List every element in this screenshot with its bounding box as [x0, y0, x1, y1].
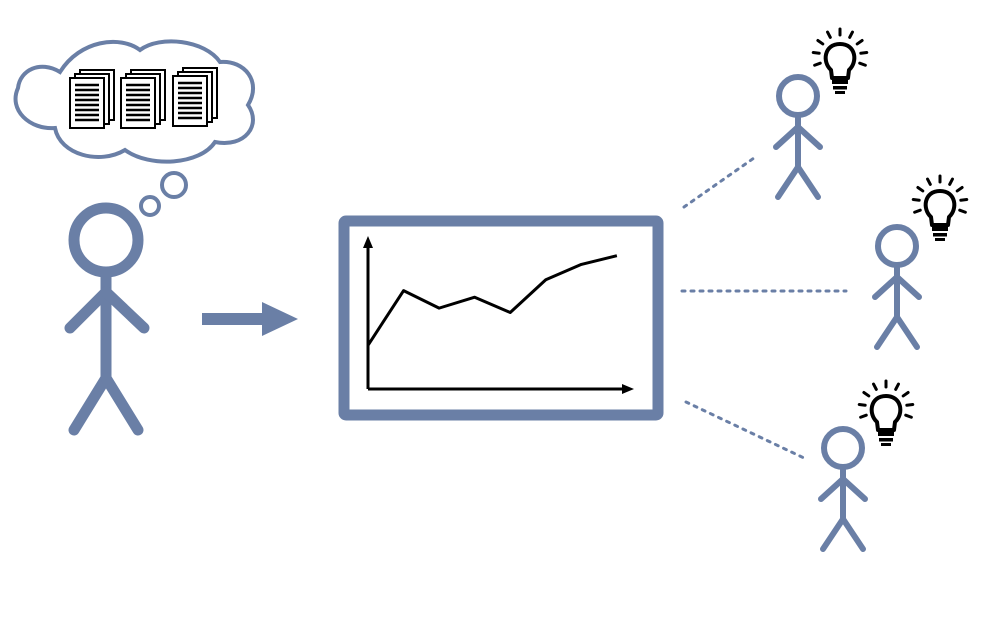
audience-member	[773, 27, 869, 200]
chart-series-line	[366, 254, 618, 347]
audience-member	[818, 379, 915, 552]
audience	[773, 27, 969, 552]
document-stack-icon	[69, 69, 115, 129]
thought-bubble	[13, 39, 255, 217]
stick-figure-icon	[818, 426, 868, 552]
presenter-arm-right	[100, 286, 150, 334]
lightbulb-icon	[857, 379, 915, 446]
board-frame	[338, 215, 664, 421]
connector-top	[682, 156, 756, 209]
connectors	[680, 156, 848, 460]
chart-y-axis-arrow	[363, 236, 373, 248]
stick-figure-icon	[872, 224, 922, 350]
document-stack-icon	[172, 67, 218, 127]
lightbulb-icon	[811, 27, 869, 94]
presenter-leg-left	[68, 372, 112, 436]
display-board	[338, 215, 664, 421]
connector-bottom	[684, 400, 806, 460]
lightbulb-icon	[911, 174, 969, 241]
document-stack-icon	[120, 69, 166, 129]
thought-dot-small	[139, 195, 161, 217]
presenter-figure	[64, 202, 150, 436]
presenter-arm-left	[64, 286, 112, 334]
stick-figure-icon	[773, 74, 823, 200]
presenter-leg-right	[100, 372, 144, 436]
right-arrow-icon	[202, 302, 298, 336]
line-chart-icon	[363, 236, 634, 394]
audience-member	[872, 174, 969, 350]
chart-marks	[366, 254, 618, 347]
thought-dot-large	[160, 171, 188, 199]
presenter-head	[68, 202, 144, 278]
chart-x-axis-arrow	[622, 384, 634, 394]
